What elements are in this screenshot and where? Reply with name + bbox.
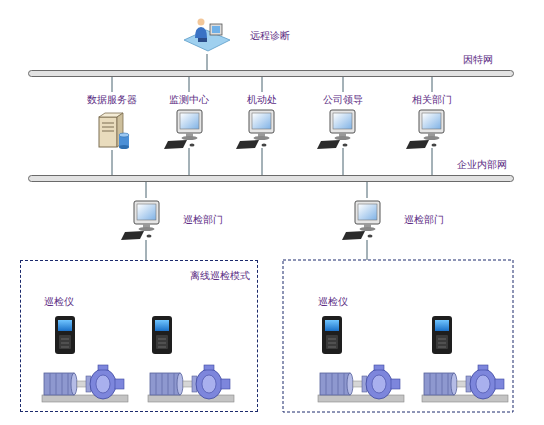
- remote-node: 远程诊断: [180, 16, 310, 54]
- connector-line: [432, 77, 433, 92]
- node-label: 机动处: [230, 94, 294, 106]
- connector-line: [189, 148, 190, 175]
- connector-line: [146, 182, 147, 198]
- connector-line: [189, 77, 190, 92]
- node-label: 远程诊断: [250, 30, 290, 42]
- node-label: 监测中心: [157, 94, 221, 106]
- dashed-region: 离线巡检模式: [20, 260, 258, 412]
- node-label: 公司领导: [311, 94, 375, 106]
- node-label: 离线巡检模式: [190, 270, 250, 282]
- device-label: 巡检仪: [318, 296, 348, 308]
- computer-node: 巡检部门: [122, 198, 236, 240]
- node-label: 企业内部网: [457, 159, 507, 171]
- connector-line: [343, 77, 344, 92]
- connector-line: [112, 150, 113, 175]
- connector-line: [432, 148, 433, 175]
- computer-node: 巡检部门: [343, 198, 457, 240]
- computer-node: 公司领导: [311, 92, 375, 148]
- node-label: 巡检部门: [183, 214, 223, 226]
- connector-line: [367, 182, 368, 198]
- connector-line: [112, 77, 113, 92]
- connector-line: [262, 148, 263, 175]
- server-node: 数据服务器: [80, 92, 144, 150]
- node-label: 因特网: [463, 54, 493, 66]
- connector-line: [262, 77, 263, 92]
- network-bus: 企业内部网: [28, 175, 514, 182]
- node-label: 巡检部门: [404, 214, 444, 226]
- node-label: 相关部门: [400, 94, 464, 106]
- computer-node: 机动处: [230, 92, 294, 148]
- computer-node: 监测中心: [157, 92, 221, 148]
- connector-line: [146, 240, 147, 260]
- network-bus: 因特网: [28, 70, 514, 77]
- device-label: 巡检仪: [44, 296, 74, 308]
- node-label: 数据服务器: [80, 94, 144, 106]
- computer-node: 相关部门: [400, 92, 464, 148]
- connector-line: [343, 148, 344, 175]
- connector-line: [207, 54, 208, 70]
